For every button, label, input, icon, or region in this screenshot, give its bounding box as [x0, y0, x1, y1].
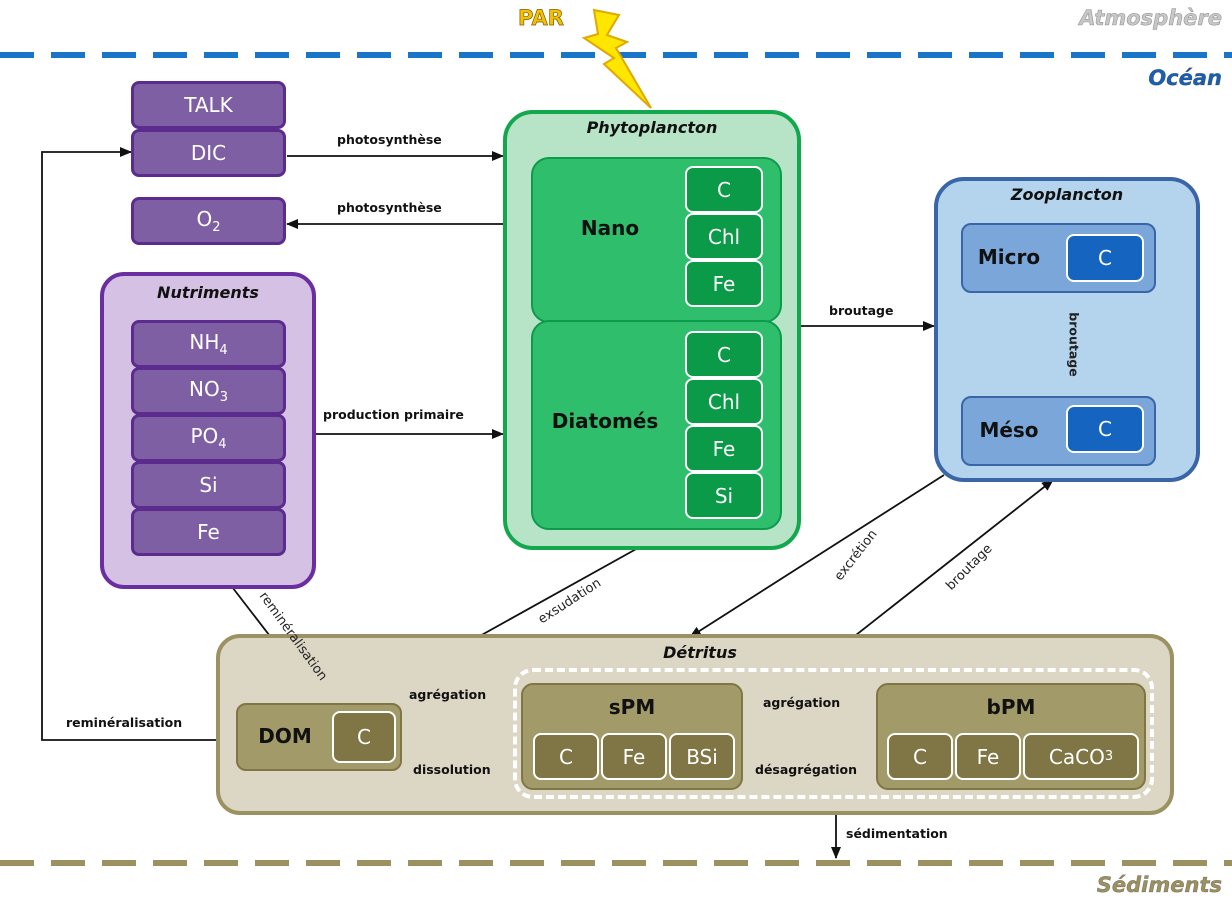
bpm-cell-c: C: [887, 733, 953, 780]
talk-box: TALK: [131, 81, 286, 129]
diatomes-cell-chl: Chl: [685, 378, 763, 425]
flow-label-photosynthese-dic: photosynthèse: [337, 132, 442, 147]
diatomes-label: Diatomés: [551, 409, 659, 433]
nutriments-title: Nutriments: [157, 283, 259, 302]
micro-carbon-cell: C: [1066, 234, 1144, 282]
atmosphere-label: Atmosphère: [1079, 6, 1222, 31]
nutriment-nh4: NH4: [131, 320, 286, 368]
diatomes-cell-fe: Fe: [685, 425, 763, 472]
lightning-icon: [581, 8, 652, 109]
nutriment-label: PO4: [190, 424, 227, 452]
meso-carbon-cell: C: [1066, 405, 1144, 453]
nutriment-label: Fe: [197, 520, 220, 544]
nano-label: Nano: [580, 216, 640, 240]
particulate-dashed-frame: [513, 668, 1154, 799]
nutriment-label: Si: [199, 473, 218, 497]
nano-cell-chl: Chl: [685, 213, 763, 260]
flow-label-production-primaire: production primaire: [323, 407, 464, 422]
ocean-label: Océan: [1148, 66, 1222, 91]
nano-cell-fe: Fe: [685, 260, 763, 307]
o2-box: O2: [131, 197, 286, 245]
flow-label-agregation-dom: agrégation: [409, 687, 487, 702]
nutriment-label: NH4: [189, 330, 228, 358]
micro-label: Micro: [977, 245, 1041, 269]
par-label: PAR: [518, 6, 565, 31]
flow-label-agregation-pm: agrégation: [763, 695, 841, 710]
detritus-title: Détritus: [663, 643, 737, 662]
flow-label-dissolution: dissolution: [413, 762, 491, 777]
flow-label-broutage-zoo: broutage: [1066, 312, 1082, 377]
talk-label: TALK: [184, 93, 233, 117]
nutriment-po4: PO4: [131, 414, 286, 462]
dic-box: DIC: [131, 129, 286, 177]
flow-label-sedimentation: sédimentation: [846, 826, 948, 841]
meso-label: Méso: [979, 418, 1039, 442]
nutriment-label: NO3: [189, 377, 228, 405]
arrow-remineralisation-dic: [41, 147, 236, 741]
spm-cell-fe: Fe: [601, 733, 667, 780]
dom-carbon-cell: C: [332, 711, 396, 763]
nutriment-si: Si: [131, 461, 286, 509]
flow-label-reminéralisation-dic: reminéralisation: [66, 715, 183, 730]
nutriment-fe: Fe: [131, 508, 286, 556]
phytoplancton-title: Phytoplancton: [586, 118, 718, 137]
sediments-label: Sédiments: [1096, 873, 1222, 898]
bpm-cell-fe: Fe: [955, 733, 1021, 780]
o2-label: O2: [196, 207, 221, 235]
flow-label-broutage-phyto: broutage: [829, 303, 894, 318]
spm-cell-bsi: BSi: [669, 733, 735, 780]
flow-label-desagregation: désagrégation: [755, 762, 858, 777]
nutriment-no3: NO3: [131, 367, 286, 415]
diatomes-cell-si: Si: [685, 472, 763, 519]
diatomes-cell-c: C: [685, 331, 763, 378]
bpm-label: bPM: [986, 695, 1036, 719]
dom-label: DOM: [258, 724, 312, 748]
spm-label: sPM: [608, 695, 656, 719]
flow-label-photosynthese-o2: photosynthèse: [337, 200, 442, 215]
zooplancton-title: Zooplancton: [1010, 185, 1124, 204]
nano-cell-c: C: [685, 166, 763, 213]
dic-label: DIC: [190, 141, 227, 165]
spm-cell-c: C: [533, 733, 599, 780]
arrow-excretion: [689, 474, 945, 638]
